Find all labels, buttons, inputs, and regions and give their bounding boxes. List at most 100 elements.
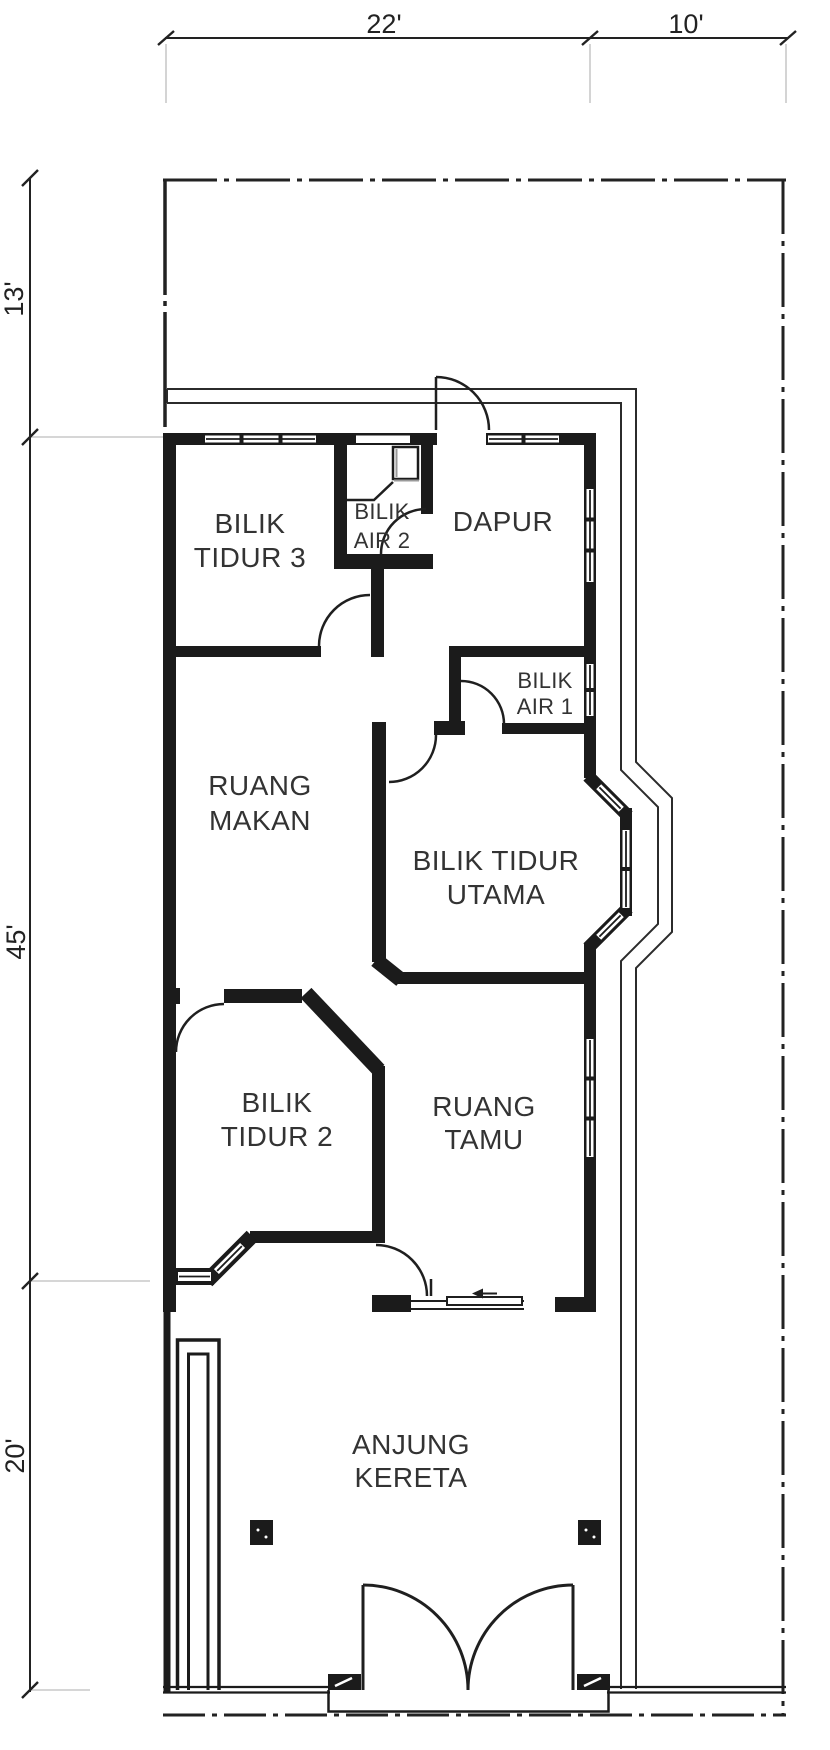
dimension-tick (21, 1681, 39, 1699)
window-element (585, 688, 595, 692)
dim-depth-20: 20' (0, 1438, 30, 1473)
wall-segment (371, 569, 384, 657)
door-swing (379, 507, 427, 555)
eave-line (167, 402, 659, 1689)
gate-swing (361, 1583, 575, 1691)
dimension-tick (21, 169, 39, 187)
label-bilik-tidur-3-line1: BILIK (215, 508, 286, 539)
window-element (521, 434, 526, 444)
window-element (585, 1076, 595, 1081)
label-bilik-air-2-line1: BILIK (354, 499, 409, 524)
label-ruang-makan-line1: RUANG (208, 770, 312, 801)
door-swing (317, 593, 371, 647)
label-anjung-kereta-line2: KERETA (355, 1462, 468, 1493)
wall-segment (555, 1297, 596, 1312)
window-element (598, 914, 622, 938)
label-bilik-tidur-utama-line2: UTAMA (447, 879, 545, 910)
window-element (598, 786, 622, 810)
wall-segment (163, 988, 180, 1004)
wall-segment (224, 989, 302, 1003)
car-porch (250, 1520, 601, 1545)
dimension-tick (779, 30, 797, 46)
window-element (216, 1245, 243, 1272)
label-bilik-air-2-line2: AIR 2 (354, 528, 411, 553)
dimension-lines (29, 37, 788, 1692)
door-swing (174, 1002, 225, 1053)
fence-element (583, 1676, 602, 1688)
door-swing (375, 1243, 429, 1297)
bathroom-fixtures (347, 445, 420, 502)
wall-segment (163, 433, 176, 1312)
door-swing (460, 679, 506, 725)
door-arcs (174, 375, 506, 1297)
window-element (585, 517, 595, 522)
windows (178, 434, 631, 1281)
fixture-element (347, 481, 394, 502)
dim-depth-45: 45' (1, 924, 31, 959)
threshold-element (472, 1288, 483, 1299)
wall-segment (372, 1295, 411, 1312)
roof-eave-lines (166, 388, 673, 1689)
porch-column-right (578, 1520, 601, 1545)
fence-element (327, 1690, 610, 1713)
wall-segment (250, 1231, 385, 1243)
door-swing (435, 375, 491, 431)
lot-boundary (163, 178, 786, 1717)
window-element (585, 548, 595, 553)
label-bilik-tidur-3-line2: TIDUR 3 (194, 542, 306, 573)
porch-column-left (250, 1520, 273, 1545)
wall-segment (502, 723, 596, 734)
fence-element (175, 1338, 221, 1690)
door-swing (388, 734, 438, 784)
dim-depth-13: 13' (0, 281, 29, 316)
dimension-ticks (21, 30, 797, 1699)
label-bilik-air-1-line2: AIR 1 (517, 694, 574, 719)
wall-segment (396, 972, 596, 984)
label-bilik-tidur-2-line1: BILIK (242, 1087, 313, 1118)
dimension-tick (581, 30, 599, 46)
label-bilik-air-1-line1: BILIK (517, 668, 572, 693)
fence-element (334, 1676, 353, 1688)
dimension-tick (157, 30, 175, 46)
porch-element (264, 1535, 268, 1539)
wall-segment (334, 554, 433, 569)
wall-segment-diagonal (371, 954, 406, 986)
wall-segment (449, 657, 461, 724)
window-element (585, 1116, 595, 1121)
wall-segment-diagonal (300, 987, 385, 1076)
label-bilik-tidur-utama-line1: BILIK TIDUR (413, 845, 580, 876)
gate-swing-line (466, 1583, 574, 1691)
label-ruang-makan-line2: MAKAN (209, 805, 311, 836)
gate-swing-line (362, 1583, 470, 1691)
label-ruang-tamu-line1: RUANG (432, 1091, 536, 1122)
porch-element (592, 1535, 596, 1539)
wall-segment (449, 646, 596, 657)
fence-and-gate (163, 1312, 786, 1713)
wall-segment (372, 1066, 385, 1243)
fence-element (187, 1352, 210, 1690)
window-element (239, 434, 244, 444)
label-bilik-tidur-2-line2: TIDUR 2 (221, 1121, 333, 1152)
porch-element (584, 1528, 588, 1532)
dim-width-22: 22' (366, 9, 401, 39)
porch-element (256, 1528, 260, 1532)
label-dapur: DAPUR (453, 506, 554, 537)
wall-segment (434, 721, 465, 735)
wall-segment (334, 445, 347, 557)
window-element (278, 434, 283, 444)
window-element (621, 867, 631, 871)
window-element (356, 435, 410, 443)
wall-segment (372, 722, 386, 962)
entrance-threshold (411, 1288, 524, 1310)
wall-segment (421, 445, 433, 514)
wall-segment (163, 646, 321, 657)
eave-line (167, 388, 673, 1689)
threshold-element (446, 1296, 523, 1306)
label-anjung-kereta-line1: ANJUNG (352, 1429, 470, 1460)
dimension-tick (21, 428, 39, 446)
extension-lines (30, 44, 787, 1691)
dim-width-10: 10' (668, 9, 703, 39)
label-ruang-tamu-line2: TAMU (444, 1124, 523, 1155)
